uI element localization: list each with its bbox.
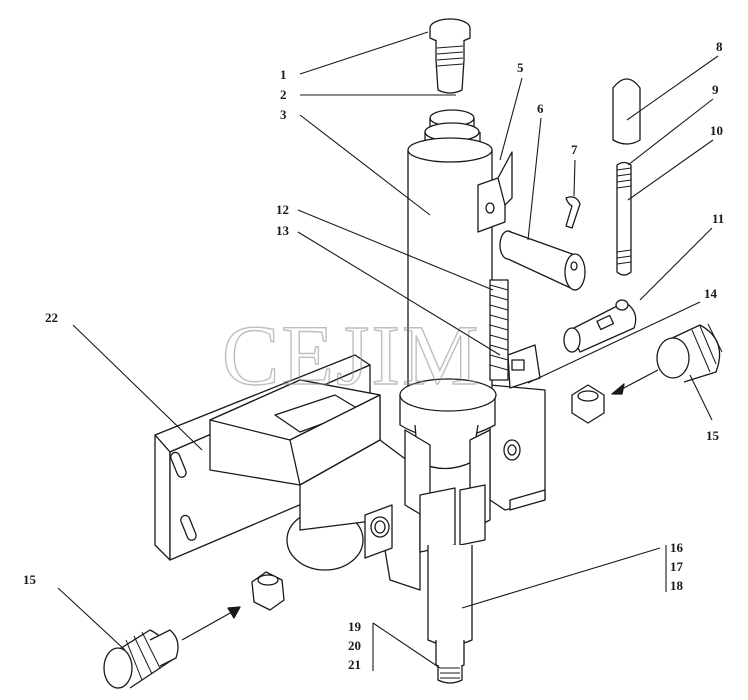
callout-19: 19	[348, 619, 362, 634]
watermark: CEJIM	[222, 307, 480, 403]
callout-9: 9	[712, 82, 719, 97]
pin-6	[499, 230, 586, 291]
callout-5: 5	[517, 60, 524, 75]
callout-21: 21	[348, 657, 361, 672]
callout-13: 13	[276, 223, 290, 238]
callout-11: 11	[712, 211, 724, 226]
castle-nut-left	[251, 571, 285, 611]
bolt-15-left	[103, 629, 179, 689]
callout-18: 18	[670, 578, 684, 593]
callout-10: 10	[710, 123, 723, 138]
callout-17: 17	[670, 559, 684, 574]
callout-22: 22	[45, 310, 58, 325]
bolt-15-right	[656, 323, 723, 383]
callout-3: 3	[280, 107, 287, 122]
castle-nut-right	[571, 384, 605, 424]
callout-labels: 1 2 3 5 6 7 8 9 10 11 12 13 14 15 15 22 …	[23, 39, 724, 672]
callout-15-right: 15	[706, 428, 720, 443]
callout-15-left: 15	[23, 572, 37, 587]
arrow-right	[619, 369, 659, 391]
callout-6: 6	[537, 101, 544, 116]
callout-20: 20	[348, 638, 361, 653]
cotter-pin-7	[565, 196, 581, 229]
cap-8	[612, 78, 641, 145]
callout-14: 14	[704, 286, 718, 301]
threaded-rod-10	[616, 161, 632, 276]
mounting-bracket-22	[154, 354, 546, 591]
arrow-left	[181, 611, 233, 641]
leader-lines	[57, 31, 719, 671]
callout-1: 1	[280, 67, 287, 82]
callout-8: 8	[716, 39, 723, 54]
column-body-3	[399, 18, 541, 684]
callout-12: 12	[276, 202, 289, 217]
callout-7: 7	[571, 142, 578, 157]
rod-end-11	[563, 299, 637, 353]
callout-16: 16	[670, 540, 684, 555]
callout-2: 2	[280, 87, 287, 102]
